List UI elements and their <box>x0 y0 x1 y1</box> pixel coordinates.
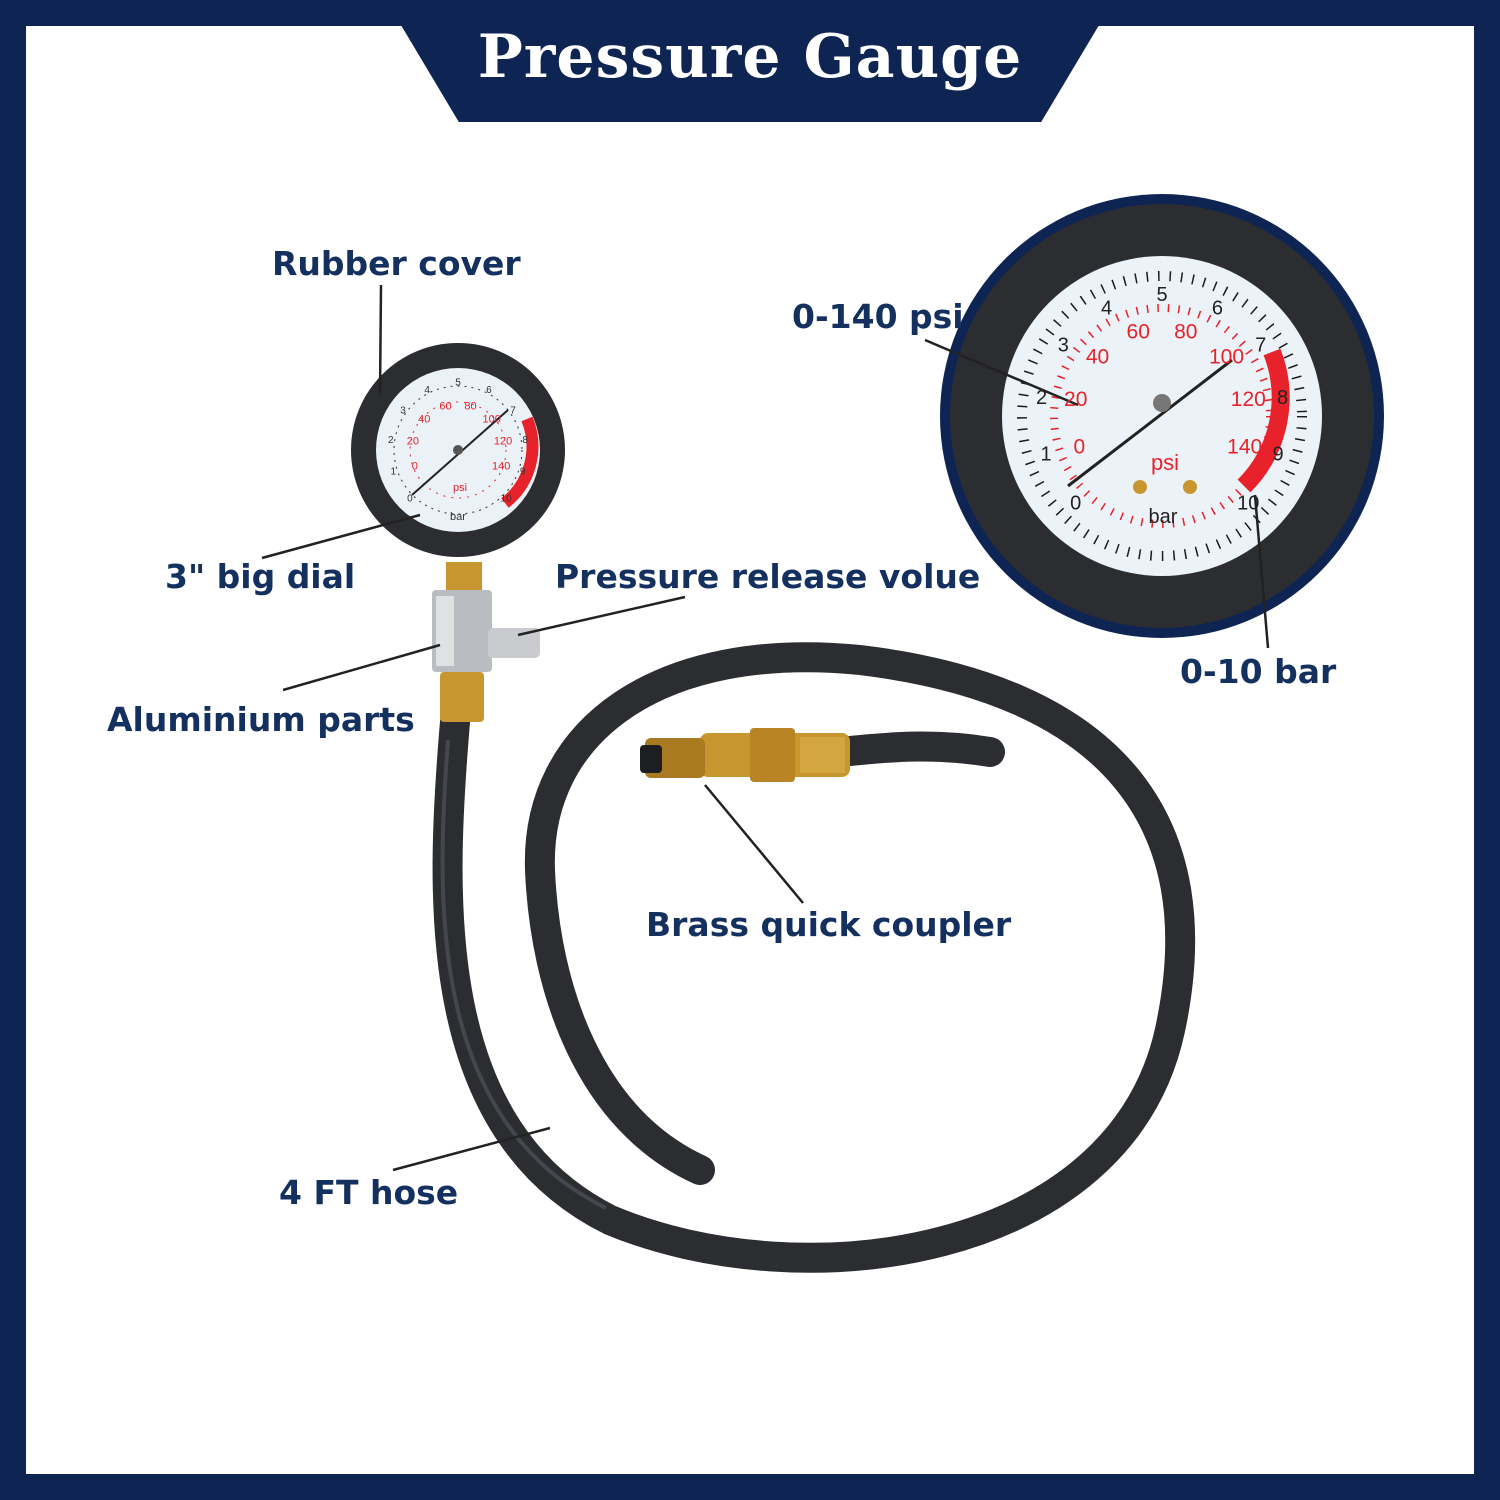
large-gauge-bar-tick-label: 3 <box>1058 334 1069 356</box>
small-gauge-psi-tick-label: 120 <box>494 436 512 448</box>
label-bar-range: 0-10 bar <box>1180 652 1337 691</box>
small-gauge-psi-tick-label: 80 <box>464 401 476 413</box>
large-gauge-psi-tick-label: 80 <box>1174 321 1197 344</box>
small-gauge-psi-tick-label: 140 <box>492 461 510 473</box>
label-rubber-cover: Rubber cover <box>272 244 521 283</box>
small-gauge-bar-tick-label: 10 <box>501 494 513 505</box>
small-gauge-bar-tick-label: 1 <box>391 467 397 478</box>
hose-highlight <box>440 739 607 1210</box>
large-gauge-psi-tick-label: 20 <box>1064 388 1087 411</box>
large-gauge-psi-tick-label: 120 <box>1231 388 1266 411</box>
large-gauge-bar-tick-label: 6 <box>1212 297 1223 319</box>
large-gauge-bar-tick-label: 8 <box>1277 387 1288 409</box>
large-gauge-bar-unit: bar <box>1149 506 1178 528</box>
large-gauge-bar-tick-label: 2 <box>1036 387 1047 409</box>
page-title: Pressure Gauge <box>477 22 1023 92</box>
small-gauge-psi-tick-label: 100 <box>483 414 501 426</box>
large-gauge-bar-tick-label: 4 <box>1101 297 1112 319</box>
small-gauge-bar-tick-label: 7 <box>510 406 516 417</box>
large-gauge-bar-tick-label: 5 <box>1156 284 1167 306</box>
small-gauge-bar-tick-label: 6 <box>486 385 492 396</box>
large-gauge <box>940 194 1384 638</box>
small-gauge-bar-tick-label: 3 <box>400 406 406 417</box>
large-gauge-psi-tick-label: 0 <box>1073 435 1085 458</box>
label-hose: 4 FT hose <box>279 1173 459 1212</box>
small-gauge-psi-tick-label: 20 <box>407 436 419 448</box>
large-gauge-bar-tick-label: 10 <box>1237 492 1259 514</box>
large-gauge-bar-tick-label: 0 <box>1070 492 1081 514</box>
label-brass-quick-coupler: Brass quick coupler <box>646 905 1012 944</box>
small-gauge-bar-unit: bar <box>450 511 466 523</box>
brass-quick-coupler <box>640 728 850 782</box>
large-gauge-psi-tick-label: 60 <box>1127 321 1150 344</box>
large-gauge-psi-tick-label: 100 <box>1209 346 1244 369</box>
small-gauge <box>351 343 565 557</box>
small-gauge-psi-tick-label: 40 <box>418 414 430 426</box>
hose-tail <box>825 731 1005 767</box>
small-gauge-psi-unit: psi <box>453 482 467 494</box>
callout-lines <box>261 284 1270 1172</box>
small-gauge-psi-tick-label: 60 <box>439 401 451 413</box>
large-gauge-bar-tick-label: 1 <box>1040 444 1051 466</box>
large-gauge-bar-tick-label: 7 <box>1255 334 1266 356</box>
label-aluminium-parts: Aluminium parts <box>107 700 415 739</box>
small-gauge-bar-tick-label: 4 <box>424 385 430 396</box>
label-big-dial: 3" big dial <box>165 557 356 596</box>
small-gauge-bar-tick-label: 2 <box>388 435 394 446</box>
large-gauge-psi-tick-label: 40 <box>1086 346 1109 369</box>
small-gauge-bar-tick-label: 0 <box>407 494 413 505</box>
small-gauge-bar-tick-label: 9 <box>520 467 526 478</box>
small-gauge-bar-tick-label: 8 <box>522 435 528 446</box>
large-gauge-psi-unit: psi <box>1151 450 1179 475</box>
large-gauge-bar-tick-label: 9 <box>1272 444 1283 466</box>
label-pressure-release: Pressure release volue <box>555 557 981 596</box>
small-gauge-psi-tick-label: 0 <box>412 461 418 473</box>
aluminium-fitting <box>432 562 540 722</box>
hose <box>432 642 1196 1273</box>
title-banner <box>386 0 1114 122</box>
small-gauge-bar-tick-label: 5 <box>455 378 461 389</box>
large-gauge-psi-tick-label: 140 <box>1227 435 1262 458</box>
label-psi-range: 0-140 psi <box>792 297 964 336</box>
